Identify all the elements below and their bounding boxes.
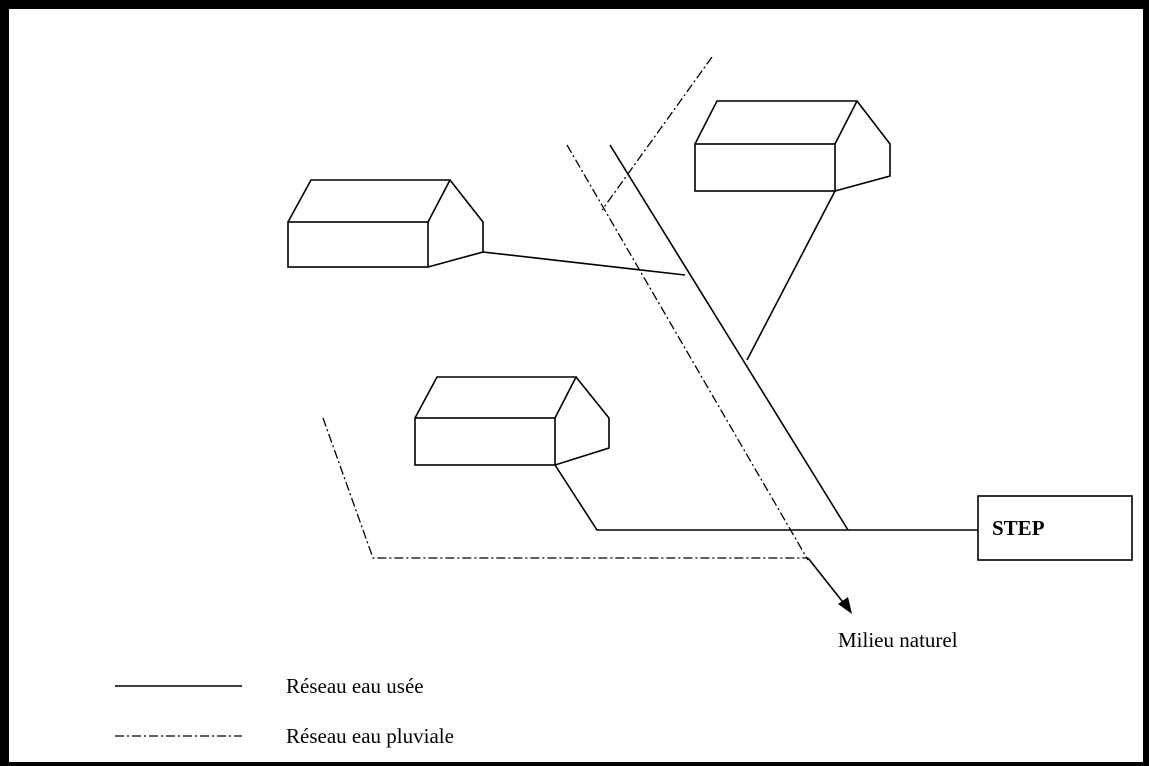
stormwater-branch-left (322, 417, 808, 559)
house-left (287, 179, 484, 268)
stormwater-main-line (566, 144, 809, 561)
wastewater-branch-top-right (746, 190, 836, 361)
wastewater-main-line (609, 144, 849, 531)
outlet-label: Milieu naturel (838, 628, 958, 652)
wastewater-network (482, 144, 978, 531)
arrow-head-icon (838, 597, 852, 614)
step-box: STEP (977, 495, 1133, 561)
legend-stormwater-label: Réseau eau pluviale (286, 724, 454, 748)
step-label: STEP (992, 516, 1045, 540)
wastewater-branch-bottom (554, 464, 848, 531)
stormwater-branch-top (601, 56, 713, 211)
wastewater-branch-left (482, 251, 686, 276)
legend: Réseau eau usée Réseau eau pluviale (115, 674, 454, 748)
outlet-arrow (807, 557, 852, 614)
house-bottom (414, 376, 610, 466)
legend-wastewater-label: Réseau eau usée (286, 674, 424, 698)
stormwater-network (322, 56, 809, 561)
house-top-right (694, 100, 891, 192)
